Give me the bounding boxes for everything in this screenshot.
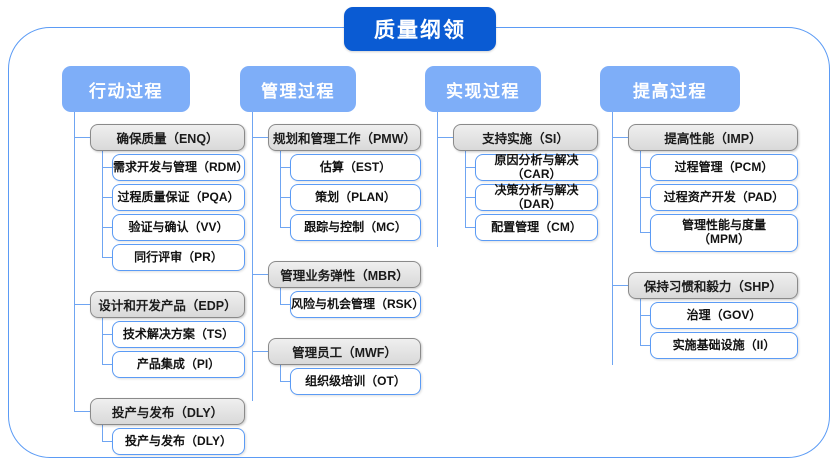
column-header-4[interactable]: 提高过程	[600, 66, 740, 112]
process-area[interactable]: 投产与发布（DLY）	[112, 428, 245, 455]
connector-line	[280, 196, 290, 198]
connector-line	[102, 166, 112, 168]
connector-line	[612, 136, 628, 138]
connector-line	[640, 166, 650, 168]
connector-line	[280, 303, 290, 305]
process-column-2: 管理过程规划和管理工作（PMW） 估算（EST） 策划（PLAN） 跟踪与控制（MC）…	[240, 66, 424, 401]
connector-line	[74, 410, 90, 412]
connector-line	[640, 149, 642, 232]
connector-line	[280, 286, 282, 304]
connector-line	[280, 149, 282, 227]
column-header-2[interactable]: 管理过程	[240, 66, 356, 112]
process-group[interactable]: 确保质量（ENQ）	[90, 124, 245, 151]
connector-line	[102, 363, 112, 365]
column-trunk-line	[612, 112, 614, 365]
connector-line	[640, 297, 642, 345]
connector-line	[102, 423, 104, 441]
connector-line	[640, 314, 650, 316]
process-area[interactable]: 同行评审（PR）	[112, 244, 245, 271]
connector-line	[640, 196, 650, 198]
process-column-1: 行动过程确保质量（ENQ） 需求开发与管理（RDM） 过程质量保证（PQA） 验证与确…	[62, 66, 248, 455]
connector-line	[102, 440, 112, 442]
process-area[interactable]: 技术解决方案（TS）	[112, 321, 245, 348]
process-column-3: 实现过程支持实施（SI）原因分析与解决（CAR）决策分析与解决（DAR） 配置管理…	[425, 66, 600, 247]
process-area[interactable]: 策划（PLAN）	[290, 184, 421, 211]
process-area[interactable]: 决策分析与解决（DAR）	[475, 183, 598, 211]
connector-line	[102, 226, 112, 228]
connector-line	[102, 333, 112, 335]
process-group[interactable]: 提高性能（IMP）	[628, 124, 798, 151]
connector-line	[102, 316, 104, 364]
connector-line	[252, 350, 268, 352]
connector-line	[280, 363, 282, 381]
process-area[interactable]: 过程质量保证（PQA）	[112, 184, 245, 211]
connector-line	[102, 196, 112, 198]
process-area[interactable]: 配置管理（CM）	[475, 214, 598, 241]
column-trunk-line	[74, 112, 76, 411]
connector-line	[612, 284, 628, 286]
connector-line	[640, 232, 650, 234]
connector-line	[280, 380, 290, 382]
connector-line	[252, 273, 268, 275]
process-group[interactable]: 规划和管理工作（PMW）	[268, 124, 421, 151]
connector-line	[640, 344, 650, 346]
process-area[interactable]: 需求开发与管理（RDM）	[112, 154, 248, 181]
connector-line	[102, 256, 112, 258]
process-area[interactable]: 治理（GOV）	[650, 302, 798, 329]
column-header-1[interactable]: 行动过程	[62, 66, 190, 112]
connector-line	[74, 136, 90, 138]
process-group[interactable]: 投产与发布（DLY）	[90, 398, 245, 425]
column-trunk-line	[437, 112, 439, 247]
process-column-4: 提高过程提高性能（IMP） 过程管理（PCM） 过程资产开发（PAD） 管理性能与度量…	[600, 66, 800, 365]
process-group[interactable]: 设计和开发产品（EDP）	[90, 291, 245, 318]
process-area[interactable]: 管理性能与度量 （MPM）	[650, 214, 798, 252]
process-area[interactable]: 组织级培训（OT）	[290, 368, 421, 395]
column-header-3[interactable]: 实现过程	[425, 66, 541, 112]
process-group[interactable]: 管理业务弹性（MBR）	[268, 261, 421, 288]
process-area[interactable]: 过程资产开发（PAD）	[650, 184, 798, 211]
process-area[interactable]: 实施基础设施（II）	[650, 332, 798, 359]
process-group[interactable]: 保持习惯和毅力（SHP）	[628, 272, 798, 299]
process-group[interactable]: 支持实施（SI）	[453, 124, 598, 151]
connector-line	[102, 149, 104, 257]
connector-line	[465, 149, 467, 227]
process-area[interactable]: 跟踪与控制（MC）	[290, 214, 421, 241]
column-trunk-line	[252, 112, 254, 401]
connector-line	[465, 166, 475, 168]
connector-line	[280, 226, 290, 228]
process-area[interactable]: 估算（EST）	[290, 154, 421, 181]
process-area[interactable]: 过程管理（PCM）	[650, 154, 798, 181]
connector-line	[465, 226, 475, 228]
process-group[interactable]: 管理员工（MWF）	[268, 338, 421, 365]
process-area[interactable]: 产品集成（PI）	[112, 351, 245, 378]
connector-line	[74, 303, 90, 305]
connector-line	[252, 136, 268, 138]
connector-line	[465, 196, 475, 198]
diagram-title: 质量纲领	[344, 7, 496, 51]
process-area[interactable]: 风险与机会管理（RSK）	[290, 291, 424, 318]
process-area[interactable]: 原因分析与解决（CAR）	[475, 153, 598, 181]
connector-line	[280, 166, 290, 168]
connector-line	[437, 136, 453, 138]
process-area[interactable]: 验证与确认（VV）	[112, 214, 245, 241]
